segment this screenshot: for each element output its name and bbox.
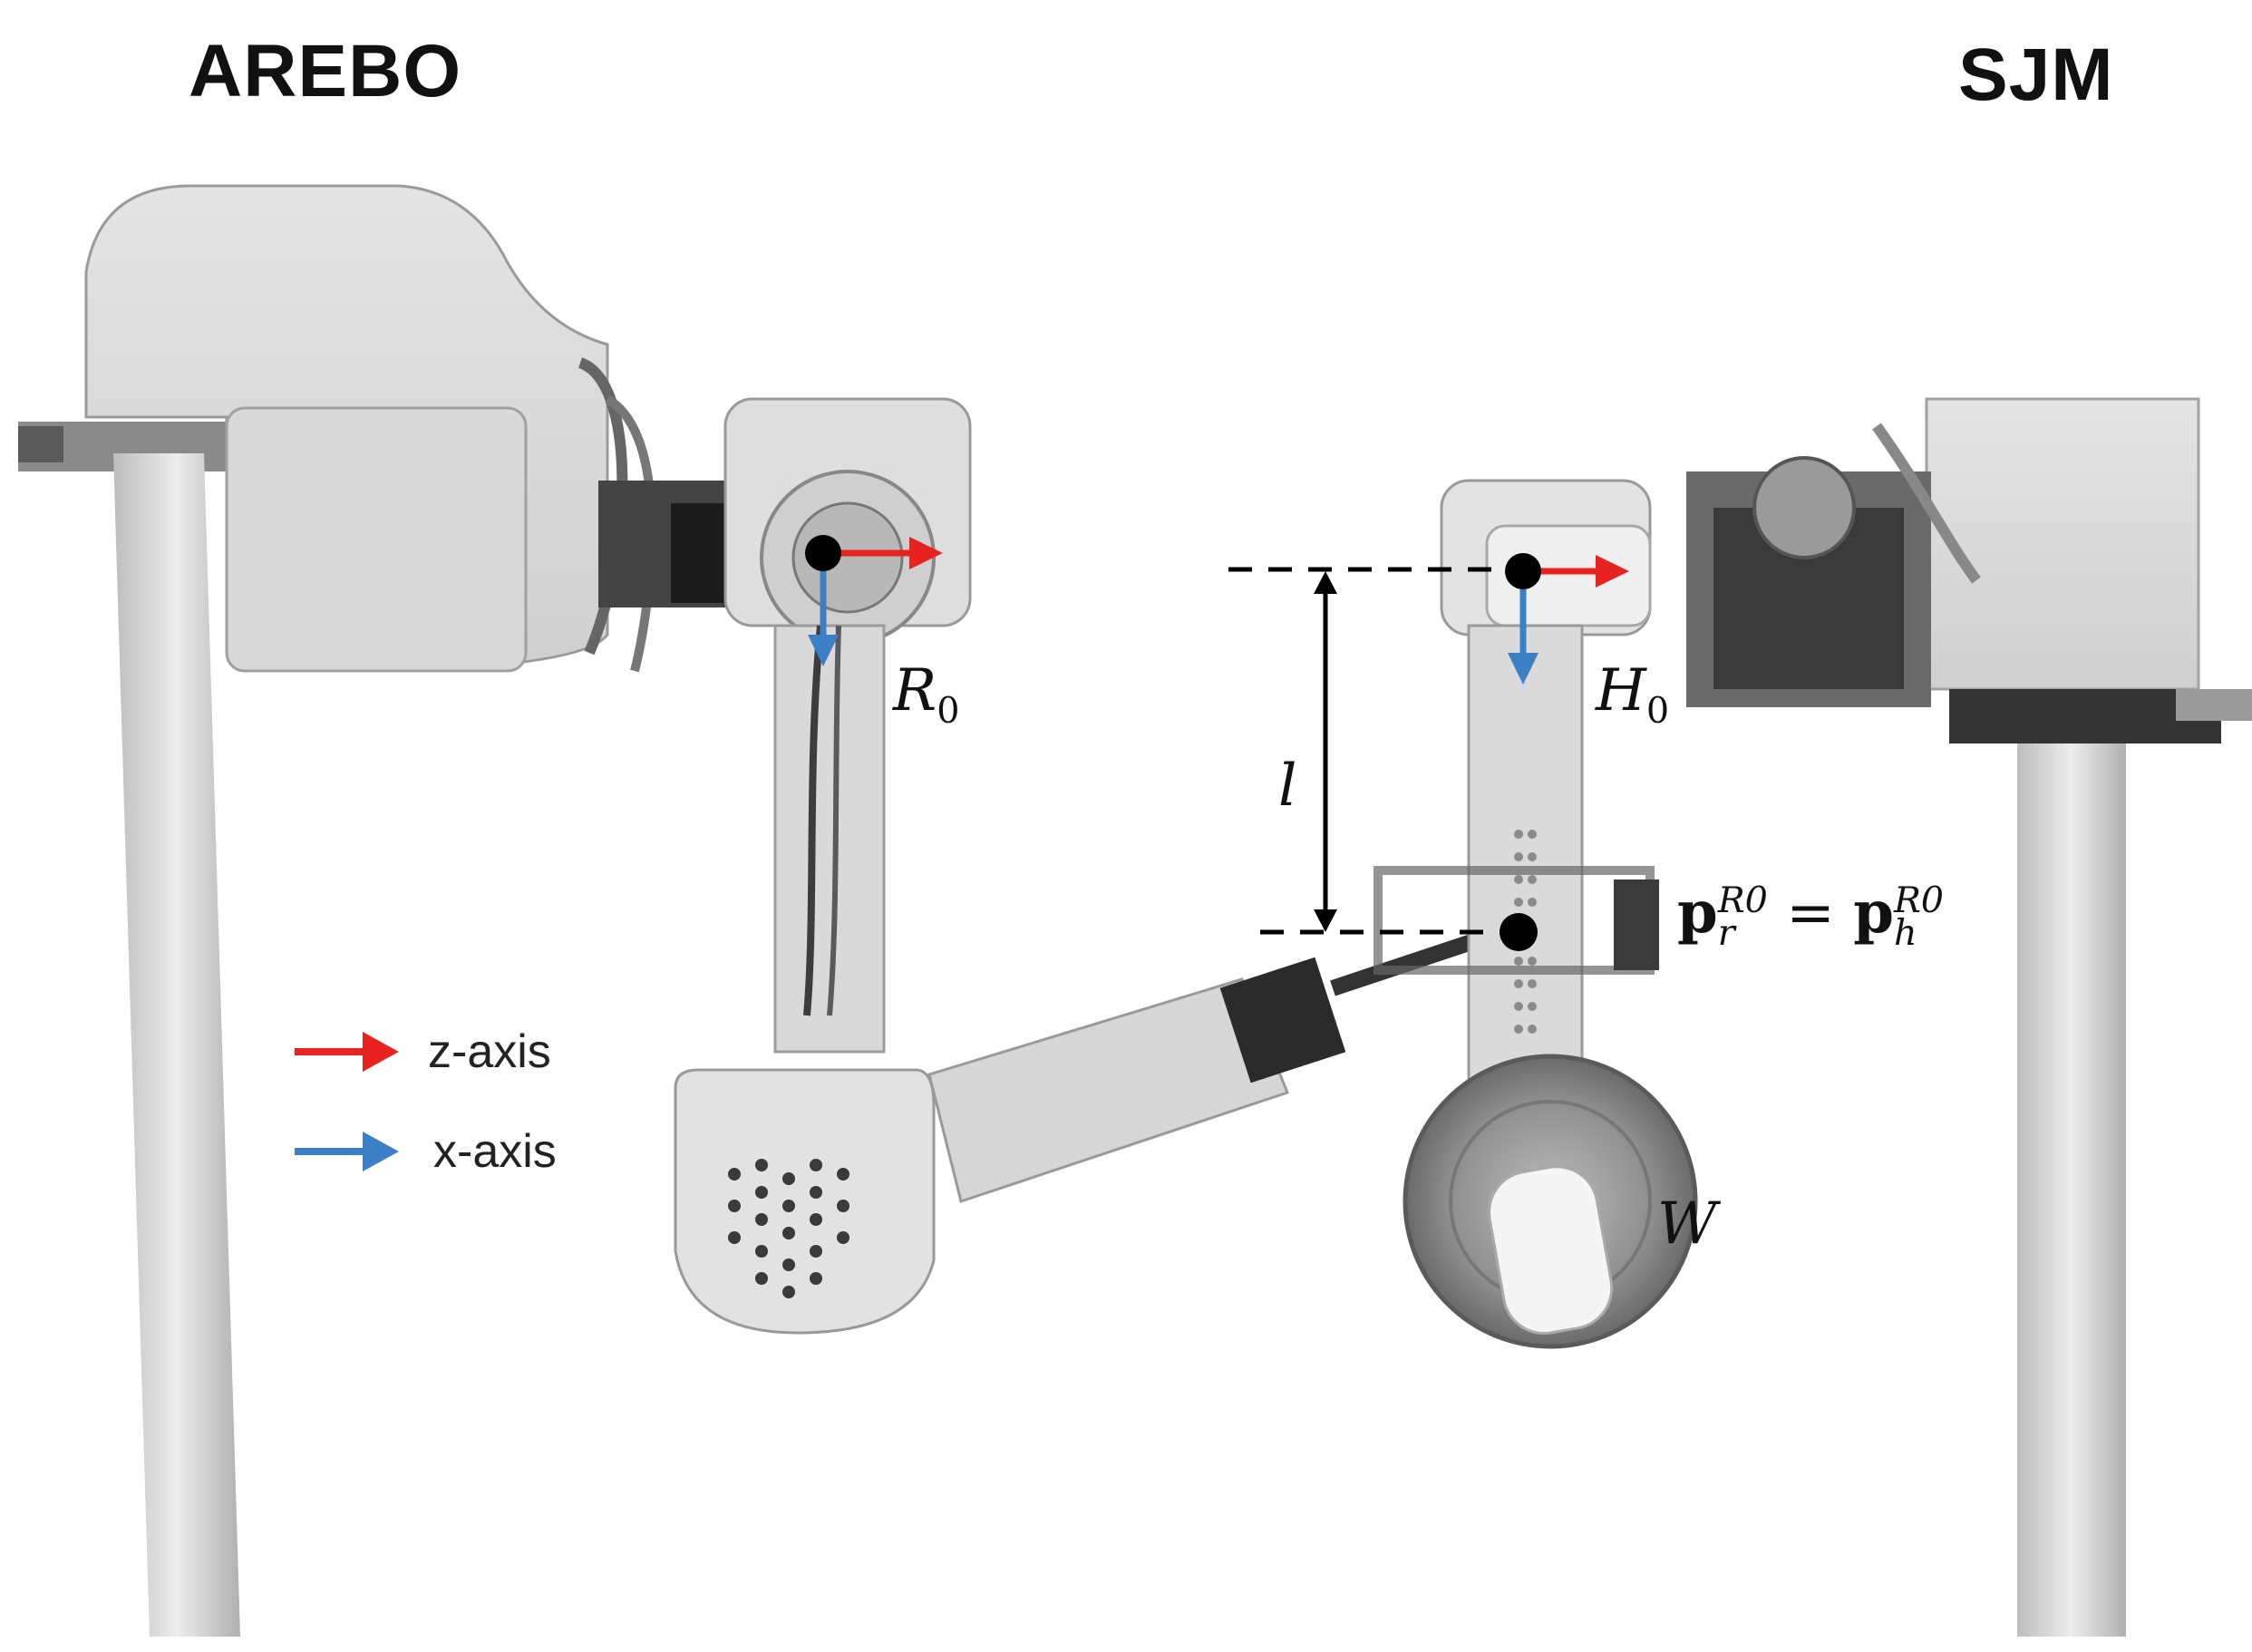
- r0-origin-dot: [805, 535, 841, 571]
- arebo-robot: [18, 184, 1499, 1637]
- weight-label: W: [1657, 1190, 1717, 1258]
- sjm-title: SJM: [1958, 34, 2114, 116]
- sjm-post: [2017, 698, 2126, 1637]
- eq-robot-subscript: r: [1717, 911, 1735, 954]
- human-frame-label: H0: [1596, 662, 1669, 729]
- legend-x-label: x-axis: [433, 1125, 557, 1178]
- eq-p-robot: p: [1677, 879, 1718, 947]
- elbow-holes: [728, 1159, 849, 1298]
- human-frame-symbol: H: [1596, 657, 1646, 724]
- arebo-title: AREBO: [189, 30, 462, 112]
- eq-robot-superscript: R0: [1717, 879, 1768, 921]
- length-label: l: [1278, 753, 1297, 820]
- weight-handle: [1488, 1165, 1614, 1336]
- eq-human-subscript: h: [1893, 911, 1917, 954]
- robot-frame-subscript: 0: [937, 689, 960, 732]
- sjm-housing: [1925, 397, 2200, 691]
- arebo-forearm: [927, 977, 1289, 1203]
- arebo-upper-arm: [773, 624, 886, 1054]
- human-frame-subscript: 0: [1645, 689, 1670, 732]
- contact-point-dot: [1500, 913, 1538, 951]
- sjm-robot: [1374, 397, 2252, 1637]
- arebo-post: [113, 453, 240, 1637]
- eq-p-human: p: [1853, 879, 1894, 947]
- annotations: [295, 535, 1629, 1171]
- robot-frame-symbol: R: [893, 657, 937, 724]
- eq-human-superscript: R0: [1893, 879, 1945, 921]
- h0-origin-dot: [1505, 553, 1541, 589]
- eq-equals: =: [1786, 879, 1835, 947]
- sjm-arm: [1467, 624, 1584, 1135]
- robot-frame-label: R0: [893, 662, 959, 729]
- arebo-elbow: [674, 1068, 936, 1335]
- arm-holes: [1514, 830, 1537, 1034]
- legend-z-label: z-axis: [428, 1025, 551, 1078]
